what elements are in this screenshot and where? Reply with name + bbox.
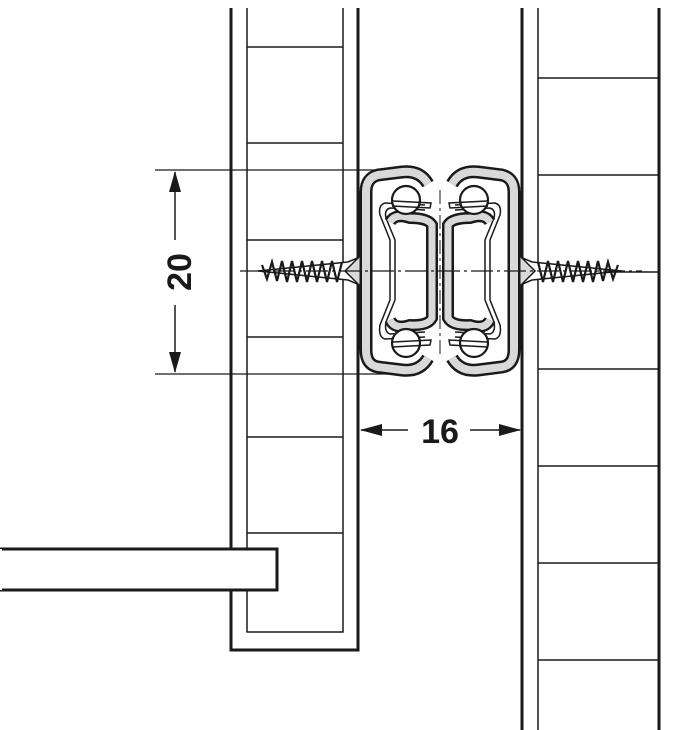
arrow-left-icon — [360, 424, 382, 436]
height-dimension: 20 — [155, 169, 388, 375]
width-dimension: 16 — [360, 413, 521, 451]
cabinet-side-panel — [229, 8, 360, 652]
height-dimension-label: 20 — [161, 253, 199, 291]
width-dimension-label: 16 — [421, 413, 459, 451]
ball-bearing — [390, 327, 422, 359]
drawer-side-panel — [520, 8, 661, 730]
arrow-down-icon — [169, 352, 181, 373]
shelf-board — [0, 547, 279, 592]
arrow-right-icon — [499, 424, 521, 436]
arrow-up-icon — [169, 171, 181, 192]
ball-bearing — [390, 184, 422, 216]
